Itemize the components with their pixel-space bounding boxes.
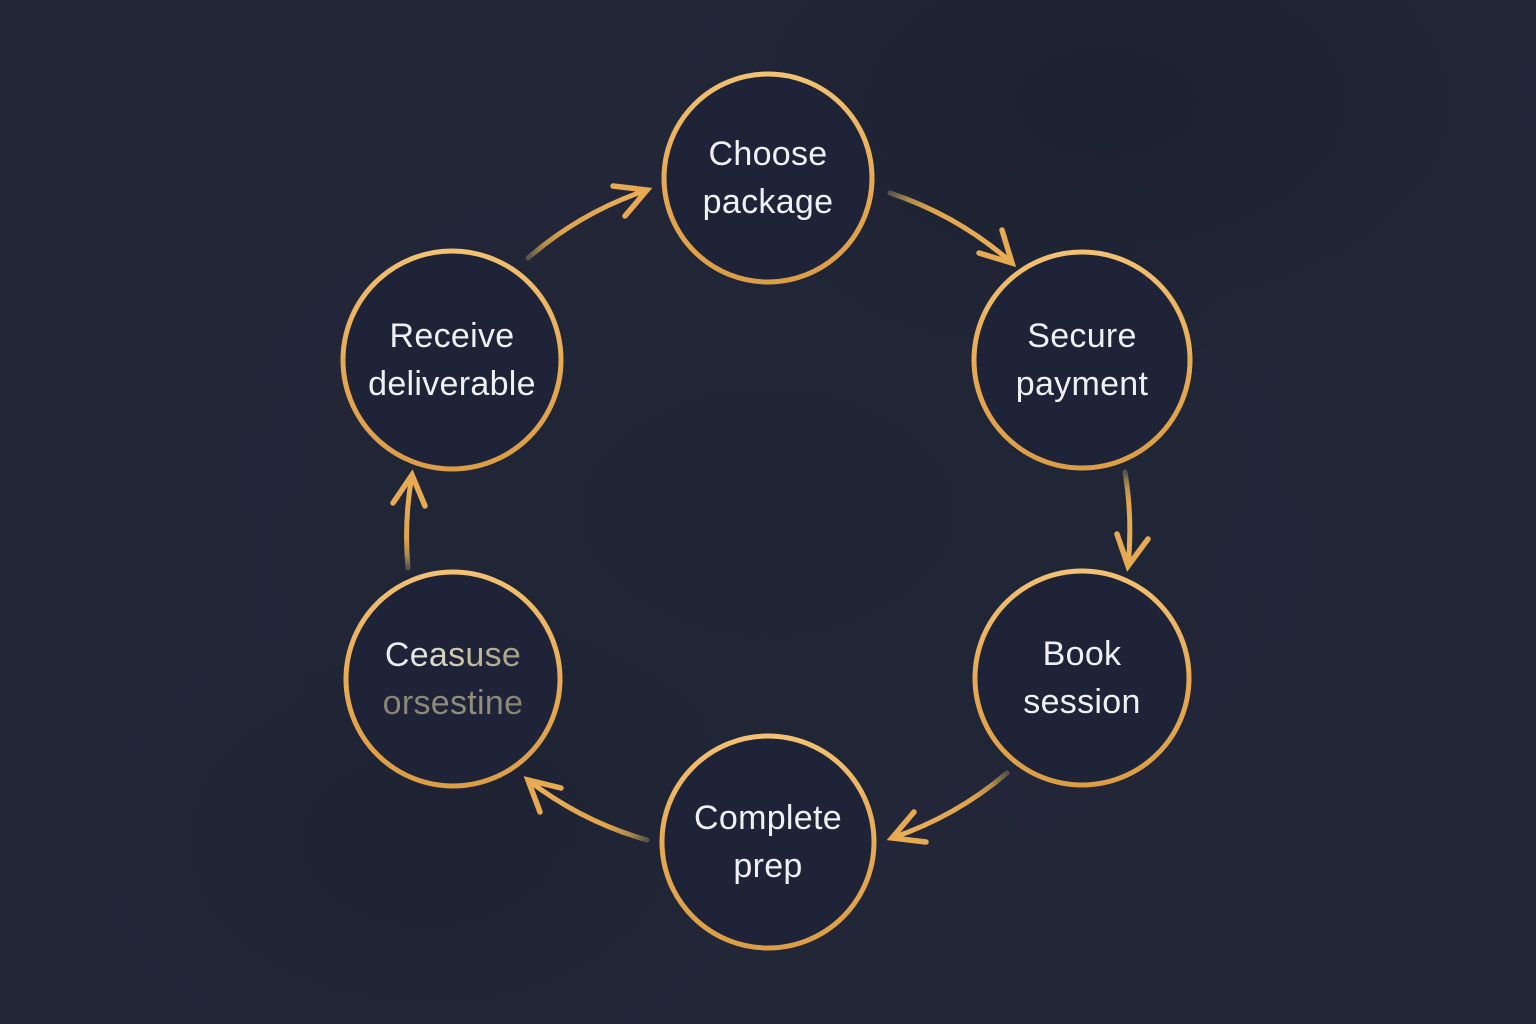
- node-label-line: Book: [1042, 635, 1122, 673]
- node-label-line: orsestine: [313, 679, 593, 727]
- node-label-line: Ceasuse: [313, 631, 593, 679]
- node-label-line: payment: [1015, 365, 1149, 403]
- node-label-garbled-step: Ceasuse orsestine: [313, 631, 593, 727]
- node-label-line: package: [702, 183, 834, 221]
- node-label-choose-package: Choose package: [628, 130, 908, 226]
- node-label-line: prep: [733, 847, 803, 885]
- arrow-choose-to-secure: [887, 190, 1017, 268]
- node-label-line: Choose: [708, 135, 828, 173]
- node-label-complete-prep: Complete prep: [628, 794, 908, 890]
- node-label-receive-deliverable: Receive deliverable: [312, 312, 592, 408]
- arrow-complete-to-garbled: [523, 776, 650, 843]
- node-label-line: Receive: [389, 317, 515, 355]
- node-label-line: Secure: [1027, 317, 1137, 355]
- node-circle-garbled-bottom: [659, 733, 877, 951]
- node-label-book-session: Book session: [942, 630, 1222, 726]
- arrow-receive-to-choose: [525, 183, 653, 261]
- node-circle-receive-deliverable: [340, 248, 564, 472]
- node-label-line: session: [1023, 683, 1141, 721]
- node-label-secure-payment: Secure payment: [942, 312, 1222, 408]
- node-circle-book-session: [972, 568, 1192, 788]
- node-circle-garbled-step: [343, 569, 563, 789]
- node-label-line: Complete: [694, 799, 842, 837]
- arrow-book-to-complete: [886, 770, 1010, 845]
- node-circle-choose-package: [661, 71, 875, 285]
- node-label-line: deliverable: [368, 365, 536, 403]
- arrow-garbled-to-receive: [390, 469, 428, 571]
- node-circle-secure-payment: [971, 249, 1193, 471]
- arrow-secure-to-book: [1114, 469, 1151, 572]
